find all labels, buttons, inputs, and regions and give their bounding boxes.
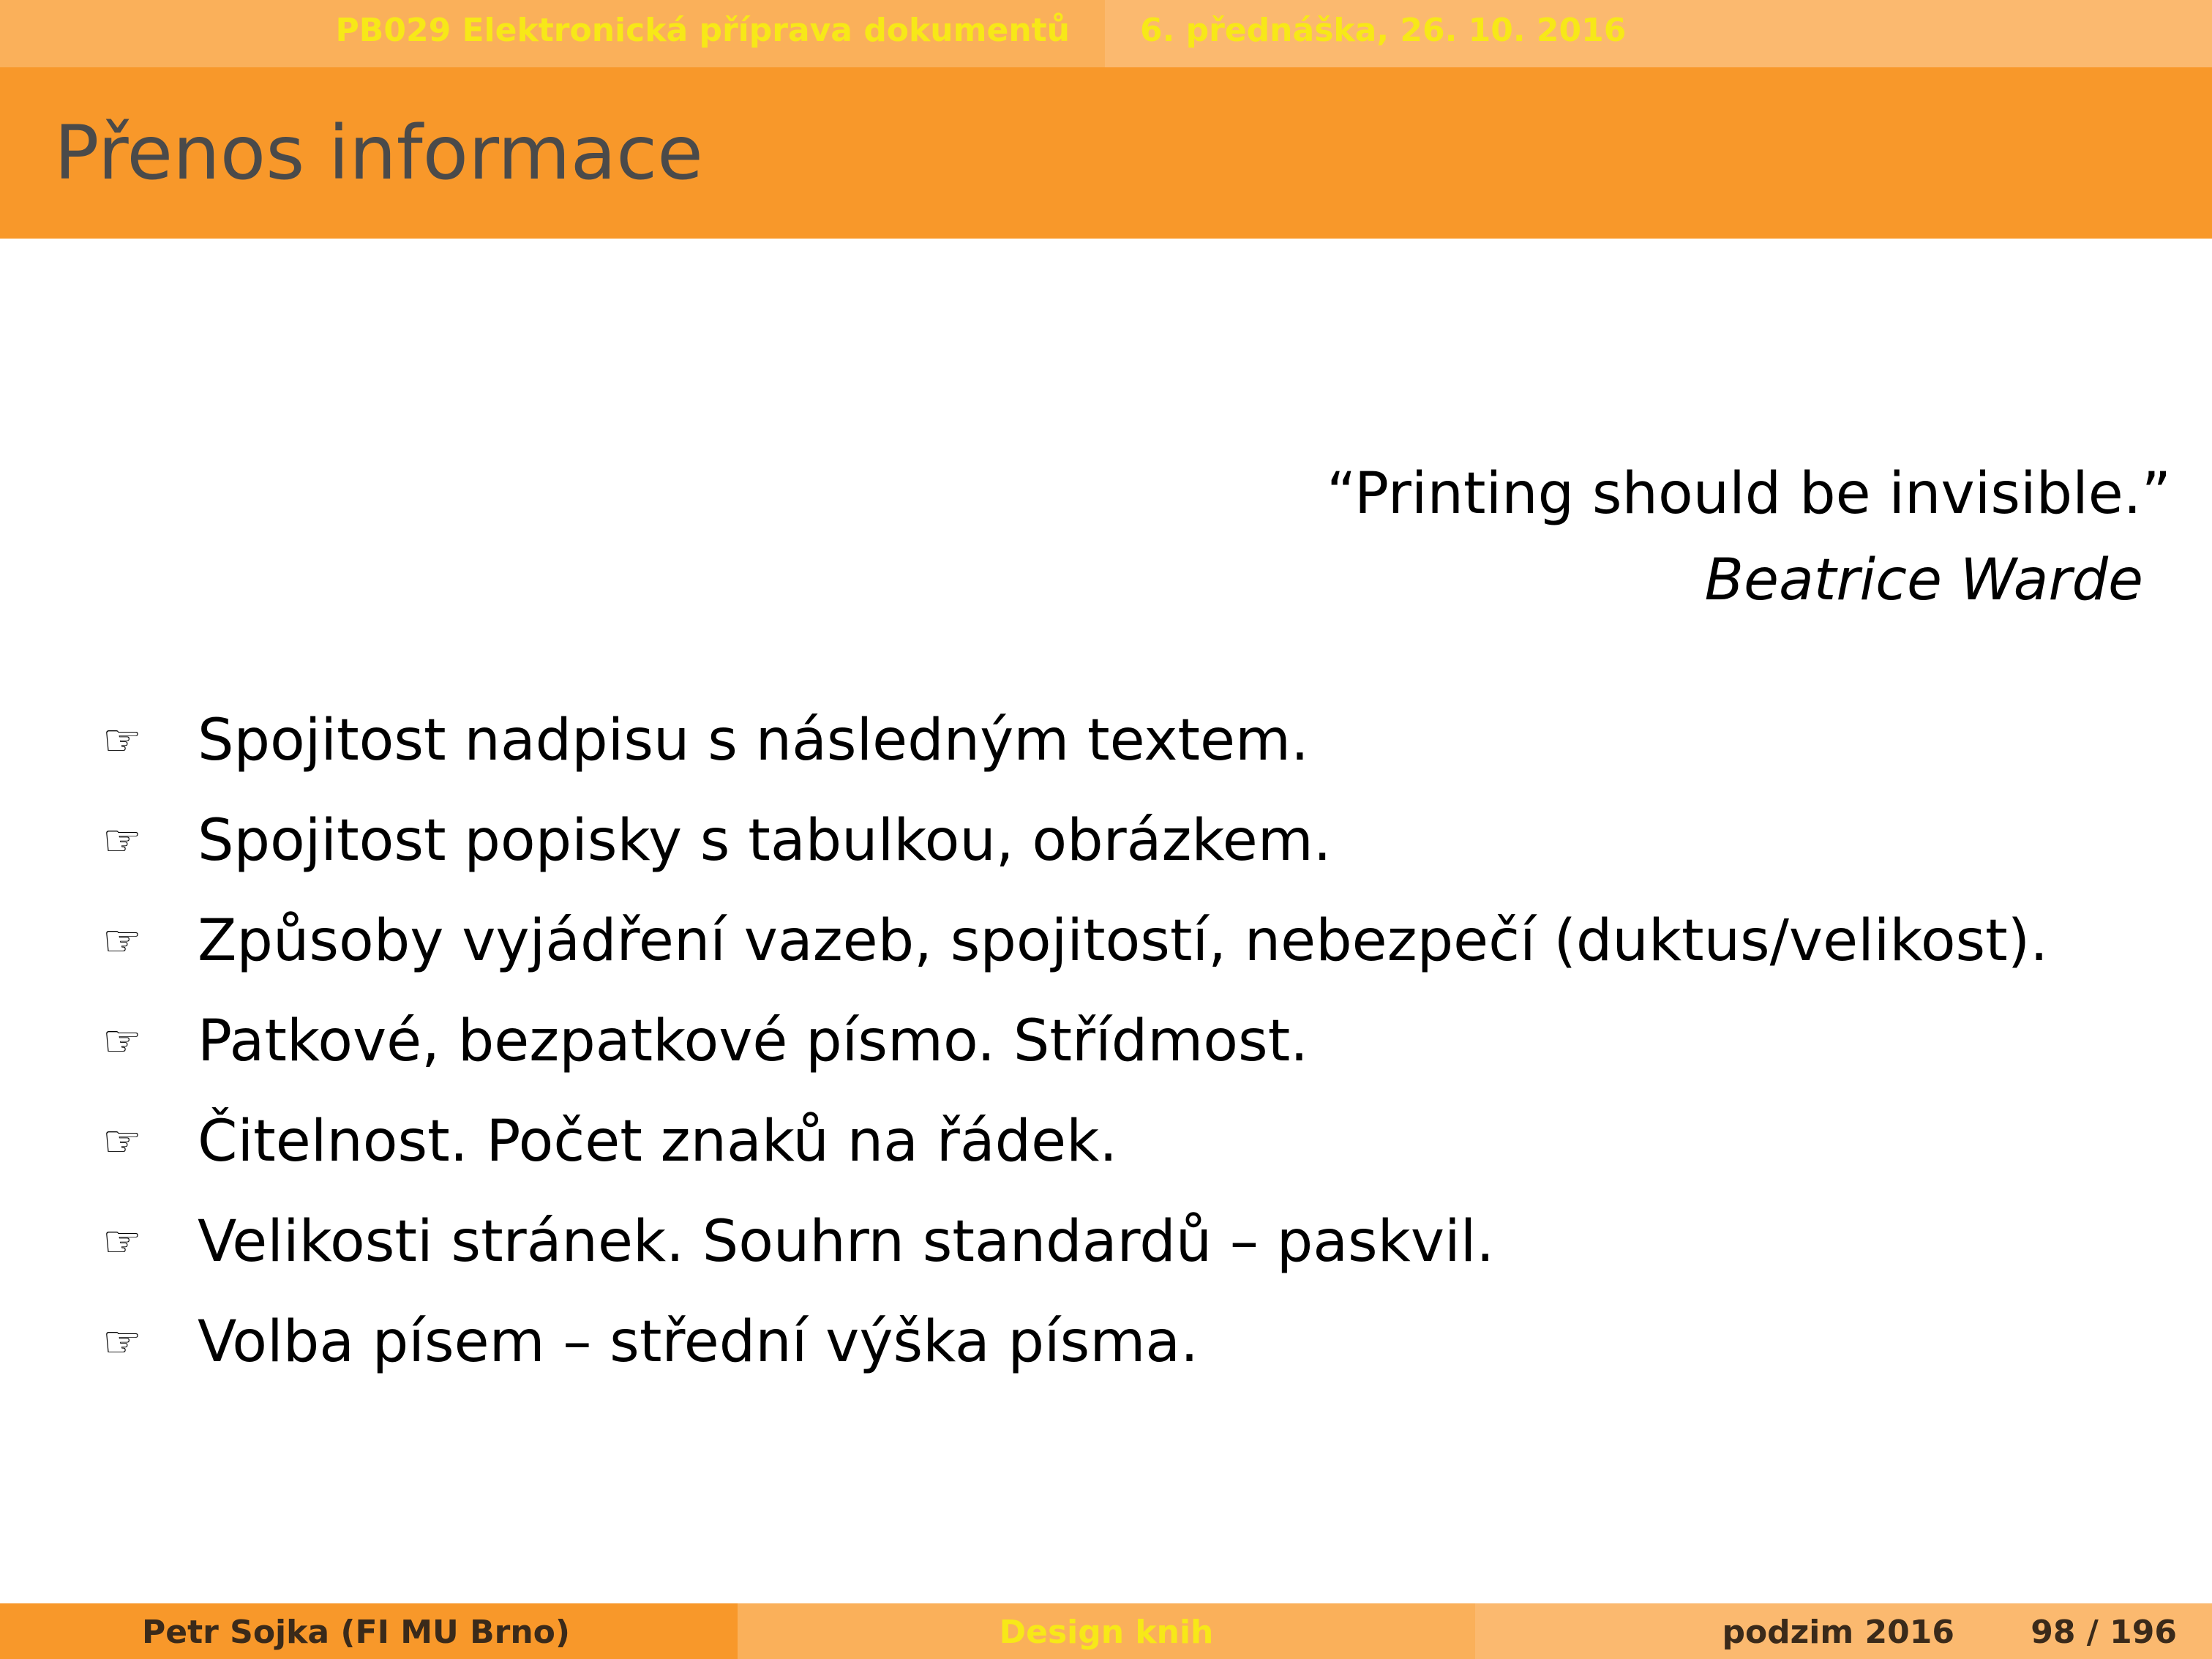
footer-section-author[interactable]: Petr Sojka (FI MU Brno) xyxy=(0,1603,738,1659)
bullet-list: ☞ Spojitost nadpisu s následným textem. … xyxy=(102,701,2048,1403)
pointing-hand-icon: ☞ xyxy=(102,915,142,967)
footer-term: podzim 2016 xyxy=(1722,1614,1954,1651)
list-item-text: Čitelnost. Počet znaků na řádek. xyxy=(198,1109,1118,1175)
header-section-lecture[interactable]: 6. přednáška, 26. 10. 2016 xyxy=(1105,0,2212,67)
footer-subject[interactable]: Design knih xyxy=(999,1614,1214,1651)
pointing-hand-icon: ☞ xyxy=(102,715,142,766)
footer-author[interactable]: Petr Sojka (FI MU Brno) xyxy=(142,1614,570,1651)
footer-bar: Petr Sojka (FI MU Brno) Design knih podz… xyxy=(0,1603,2212,1659)
slide-title: Přenos informace xyxy=(54,110,703,197)
title-band: Přenos informace xyxy=(0,67,2212,239)
footer-section-term: podzim 2016 98 / 196 xyxy=(1475,1603,2212,1659)
list-item: ☞ Volba písem – střední výška písma. xyxy=(102,1303,2048,1403)
footer-section-subject[interactable]: Design knih xyxy=(738,1603,1475,1659)
list-item-text: Spojitost nadpisu s následným textem. xyxy=(198,708,1309,774)
pointing-hand-icon: ☞ xyxy=(102,1016,142,1067)
list-item: ☞ Velikosti stránek. Souhrn standardů – … xyxy=(102,1202,2048,1303)
list-item-text: Patkové, bezpatkové písmo. Střídmost. xyxy=(198,1008,1308,1074)
list-item-text: Spojitost popisky s tabulkou, obrázkem. xyxy=(198,808,1332,874)
header-bar: PB029 Elektronická příprava dokumentů 6.… xyxy=(0,0,2212,67)
list-item: ☞ Spojitost nadpisu s následným textem. xyxy=(102,701,2048,801)
list-item: ☞ Čitelnost. Počet znaků na řádek. xyxy=(102,1102,2048,1202)
list-item-text: Způsoby vyjádření vazeb, spojitostí, neb… xyxy=(198,908,2048,974)
list-item: ☞ Patkové, bezpatkové písmo. Střídmost. xyxy=(102,1002,2048,1102)
pointing-hand-icon: ☞ xyxy=(102,1317,142,1368)
pointing-hand-icon: ☞ xyxy=(102,1116,142,1167)
course-title[interactable]: PB029 Elektronická příprava dokumentů xyxy=(335,12,1070,49)
pointing-hand-icon: ☞ xyxy=(102,815,142,866)
list-item-text: Velikosti stránek. Souhrn standardů – pa… xyxy=(198,1209,1495,1275)
pointing-hand-icon: ☞ xyxy=(102,1216,142,1267)
page-number: 98 / 196 xyxy=(2031,1614,2177,1651)
header-section-course[interactable]: PB029 Elektronická příprava dokumentů xyxy=(0,0,1105,67)
list-item: ☞ Způsoby vyjádření vazeb, spojitostí, n… xyxy=(102,902,2048,1002)
epigraph-author: Beatrice Warde xyxy=(1704,547,2143,613)
list-item: ☞ Spojitost popisky s tabulkou, obrázkem… xyxy=(102,801,2048,902)
epigraph-quote: “Printing should be invisible.” xyxy=(1327,461,2171,527)
lecture-info[interactable]: 6. přednáška, 26. 10. 2016 xyxy=(1140,12,1627,49)
list-item-text: Volba písem – střední výška písma. xyxy=(198,1309,1199,1375)
